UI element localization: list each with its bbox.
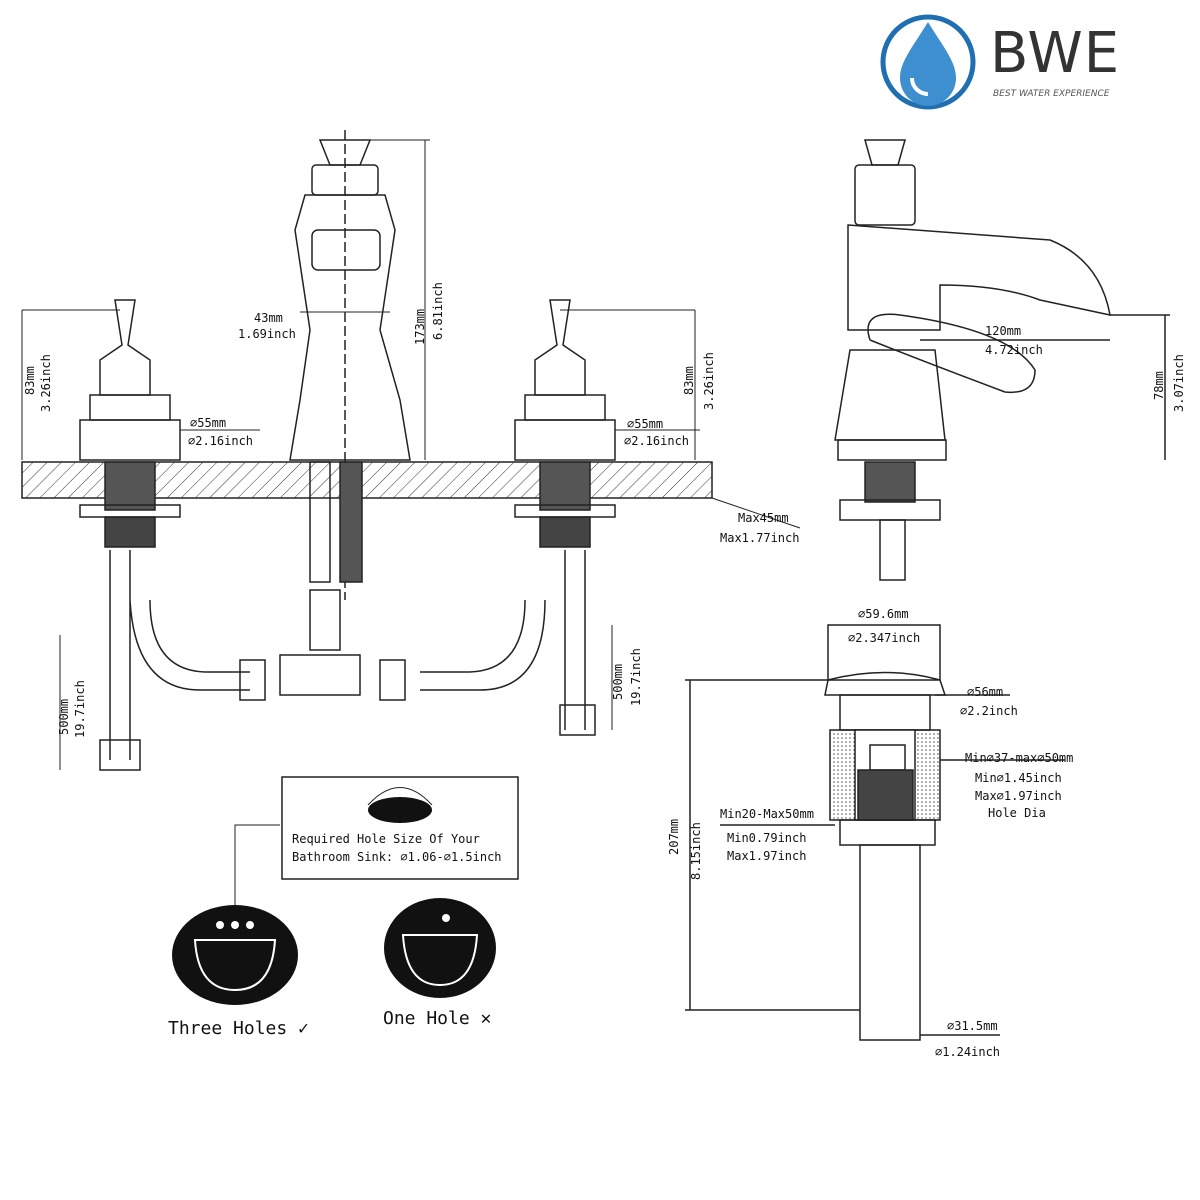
spout-height-in: 6.81inch	[431, 282, 445, 340]
dimension-lines	[21, 139, 801, 770]
side-height-mm: 78mm	[1152, 371, 1166, 400]
hole-min-in: Min⌀1.45inch	[975, 771, 1062, 785]
thickness-mm: Min20-Max50mm	[720, 807, 814, 821]
brand-name: BWE	[990, 21, 1121, 86]
right-base-dia-mm: ⌀55mm	[627, 417, 664, 431]
thickness-max-in: Max1.97inch	[727, 849, 807, 863]
drain-height-mm: 207mm	[667, 818, 681, 855]
drain-flange-dia-mm: ⌀56mm	[967, 685, 1004, 699]
hole-range-mm: Min⌀37-max⌀50mm	[965, 751, 1074, 765]
tail-dia-mm: ⌀31.5mm	[947, 1019, 998, 1033]
bwe-logo-icon	[880, 14, 976, 110]
left-base-dia-in: ⌀2.16inch	[188, 434, 254, 448]
deck-max-mm: Max45mm	[738, 511, 789, 525]
hole-max-in: Max⌀1.97inch	[975, 789, 1062, 803]
faucet-side-view	[834, 139, 1170, 581]
faucet-front-view	[79, 130, 616, 771]
left-handle-height-mm: 83mm	[23, 366, 37, 395]
spout-height-mm: 173mm	[413, 308, 427, 345]
right-handle-height-in: 3.26inch	[702, 352, 716, 410]
deck-max-in: Max1.77inch	[720, 531, 800, 545]
side-reach-mm: 120mm	[985, 324, 1022, 338]
spout-width-mm: 43mm	[254, 311, 283, 325]
left-hose-in: 19.7inch	[73, 680, 87, 738]
three-holes-label: Three Holes ✓	[168, 1018, 309, 1039]
side-reach-in: 4.72inch	[985, 343, 1043, 357]
hole-note-line2: Bathroom Sink: ⌀1.06-⌀1.5inch	[292, 850, 502, 864]
left-handle-height-in: 3.26inch	[39, 354, 53, 412]
thickness-min-in: Min0.79inch	[727, 831, 807, 845]
side-height-in: 3.07inch	[1172, 354, 1186, 412]
drain-cap-dia-in: ⌀2.347inch	[848, 631, 921, 645]
brand-tagline: BEST WATER EXPERIENCE	[993, 89, 1110, 99]
hole-dia-label: Hole Dia	[988, 806, 1046, 820]
right-base-dia-in: ⌀2.16inch	[624, 434, 690, 448]
hole-size-note-box	[234, 776, 519, 915]
right-hose-mm: 500mm	[611, 663, 625, 700]
tail-dia-in: ⌀1.24inch	[935, 1045, 1001, 1059]
hole-note-line1: Required Hole Size Of Your	[292, 832, 480, 846]
drain-assembly	[685, 624, 1065, 1041]
right-handle-height-mm: 83mm	[682, 366, 696, 395]
drain-height-in: 8.15inch	[689, 822, 703, 880]
sink-three-holes-icon	[172, 905, 298, 1005]
drain-cap-dia-mm: ⌀59.6mm	[858, 607, 909, 621]
left-base-dia-mm: ⌀55mm	[190, 416, 227, 430]
sink-one-hole-icon	[384, 898, 496, 998]
right-hose-in: 19.7inch	[629, 648, 643, 706]
drain-flange-dia-in: ⌀2.2inch	[960, 704, 1018, 718]
left-hose-mm: 500mm	[57, 698, 71, 735]
one-hole-label: One Hole ✕	[383, 1008, 492, 1029]
spout-width-in: 1.69inch	[238, 327, 296, 341]
